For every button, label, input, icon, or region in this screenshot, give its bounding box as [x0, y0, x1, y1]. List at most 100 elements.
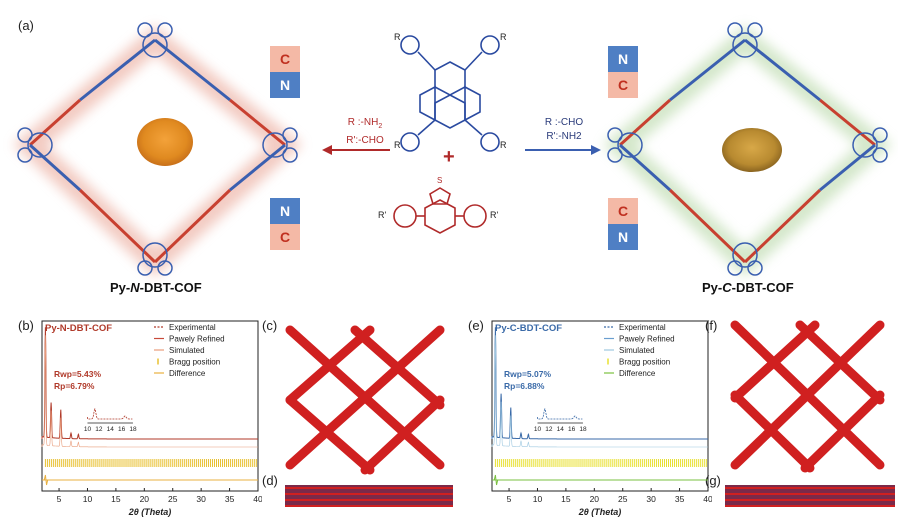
structure-f	[730, 320, 885, 473]
right-cond-r: R :-CHO	[544, 117, 584, 128]
rp-label-left: R'	[378, 210, 387, 220]
panel-label-e: (e)	[468, 318, 484, 333]
right-name-mid: C	[722, 280, 732, 295]
left-cond-r-sub: 2	[378, 123, 383, 130]
difference-wiggle	[493, 474, 499, 486]
x-axis-title: 2θ (Theta)	[128, 507, 172, 517]
right-box-c-top: C	[608, 72, 638, 98]
inset-tick-label: 12	[95, 426, 103, 433]
legend-entry: Experimental	[619, 323, 666, 332]
legend-entry: Bragg position	[619, 358, 670, 367]
right-box-n-top: N	[608, 46, 638, 72]
plot-frame	[41, 320, 259, 492]
right-conditions: R :-CHO R':-NH2	[530, 116, 598, 144]
x-tick-label: 20	[140, 494, 150, 504]
x-tick-label: 40	[703, 494, 712, 504]
plot-frame	[491, 320, 709, 492]
x-tick-label: 5	[507, 494, 512, 504]
x-tick-label: 25	[168, 494, 178, 504]
inset-tick-label: 10	[84, 426, 92, 433]
arrow-left	[322, 145, 390, 155]
panel-label-a: (a)	[18, 18, 34, 33]
legend-entry: Bragg position	[169, 358, 220, 367]
right-box-c-bot: C	[608, 198, 638, 224]
x-axis-title: 2θ (Theta)	[578, 507, 622, 517]
panel-label-g: (g)	[705, 473, 721, 488]
inset-tick-label: 12	[545, 426, 553, 433]
experimental-curve	[491, 327, 708, 440]
panel-label-c: (c)	[262, 318, 278, 333]
legend-entry: Pawely Refined	[169, 335, 225, 344]
x-tick-label: 40	[253, 494, 262, 504]
left-name-pre: Py-	[110, 280, 131, 295]
left-box-c-top: C	[270, 46, 300, 72]
inset-tick-label: 16	[568, 426, 576, 433]
rwp-label: Rwp=5.07%	[504, 369, 551, 379]
legend-entry: Difference	[169, 369, 206, 378]
right-cof-name: Py-C-DBT-COF	[702, 280, 794, 295]
left-cof-name: Py-N-DBT-COF	[110, 280, 202, 295]
inset-tick-label: 10	[534, 426, 542, 433]
right-name-post: -DBT-COF	[731, 280, 794, 295]
inset-tick-label: 14	[107, 426, 115, 433]
synthesis-scheme	[13, 22, 892, 277]
x-tick-label: 25	[618, 494, 628, 504]
difference-wiggle	[43, 474, 49, 486]
right-name-pre: Py-	[702, 280, 723, 295]
rwp-label: Rwp=5.43%	[54, 369, 101, 379]
legend-entry: Difference	[619, 369, 656, 378]
ring-s-label: S	[437, 176, 443, 185]
inset-tick-label: 18	[579, 426, 587, 433]
r-label-bl: R	[394, 140, 401, 150]
panel-label-d: (d)	[262, 473, 278, 488]
left-box-n-top: N	[270, 72, 300, 98]
pyrene-monomer	[400, 35, 500, 152]
x-tick-label: 15	[561, 494, 571, 504]
left-name-post: -DBT-COF	[139, 280, 202, 295]
right-cond-rp: R':-NH2	[546, 131, 582, 142]
panel-label-b: (b)	[18, 318, 34, 333]
legend-entry: Pawely Refined	[619, 335, 675, 344]
x-tick-label: 15	[111, 494, 121, 504]
arrow-right	[525, 145, 601, 155]
r-label-tr: R	[500, 32, 507, 42]
rp-label: Rp=6.79%	[54, 381, 95, 391]
x-tick-label: 10	[83, 494, 93, 504]
rp-label: Rp=6.88%	[504, 381, 545, 391]
structure-c	[285, 325, 445, 475]
x-tick-label: 35	[675, 494, 685, 504]
plot-title: Py-C-BDT-COF	[495, 323, 562, 334]
right-cof-framework	[603, 22, 892, 277]
left-box-c-bot: C	[270, 224, 300, 250]
x-tick-label: 10	[533, 494, 543, 504]
rp-label-right: R'	[490, 210, 499, 220]
dbt-monomer	[393, 187, 487, 234]
r-label-tl: R	[394, 32, 401, 42]
simulated-curve	[491, 335, 708, 448]
plus-sign: +	[443, 146, 455, 168]
right-box-n-bot: N	[608, 224, 638, 250]
legend-entry: Simulated	[619, 346, 655, 355]
plot-title: Py-N-DBT-COF	[45, 323, 112, 334]
x-tick-label: 30	[196, 494, 206, 504]
legend-entry: Experimental	[169, 323, 216, 332]
structure-d	[285, 485, 453, 507]
left-box-n-bot: N	[270, 198, 300, 224]
x-tick-label: 35	[225, 494, 235, 504]
left-cond-rp: R':-CHO	[346, 135, 384, 146]
x-tick-label: 20	[590, 494, 600, 504]
x-tick-label: 5	[57, 494, 62, 504]
left-conditions: R :-NH2 R':-CHO	[335, 116, 395, 148]
simulated-curve	[41, 335, 258, 448]
x-tick-label: 30	[646, 494, 656, 504]
left-cof-framework	[13, 22, 302, 277]
left-cond-r: R :-NH	[347, 117, 379, 128]
inset-curve	[87, 407, 133, 420]
inset-tick-label: 18	[129, 426, 137, 433]
inset-tick-label: 16	[118, 426, 126, 433]
experimental-curve	[41, 327, 258, 440]
